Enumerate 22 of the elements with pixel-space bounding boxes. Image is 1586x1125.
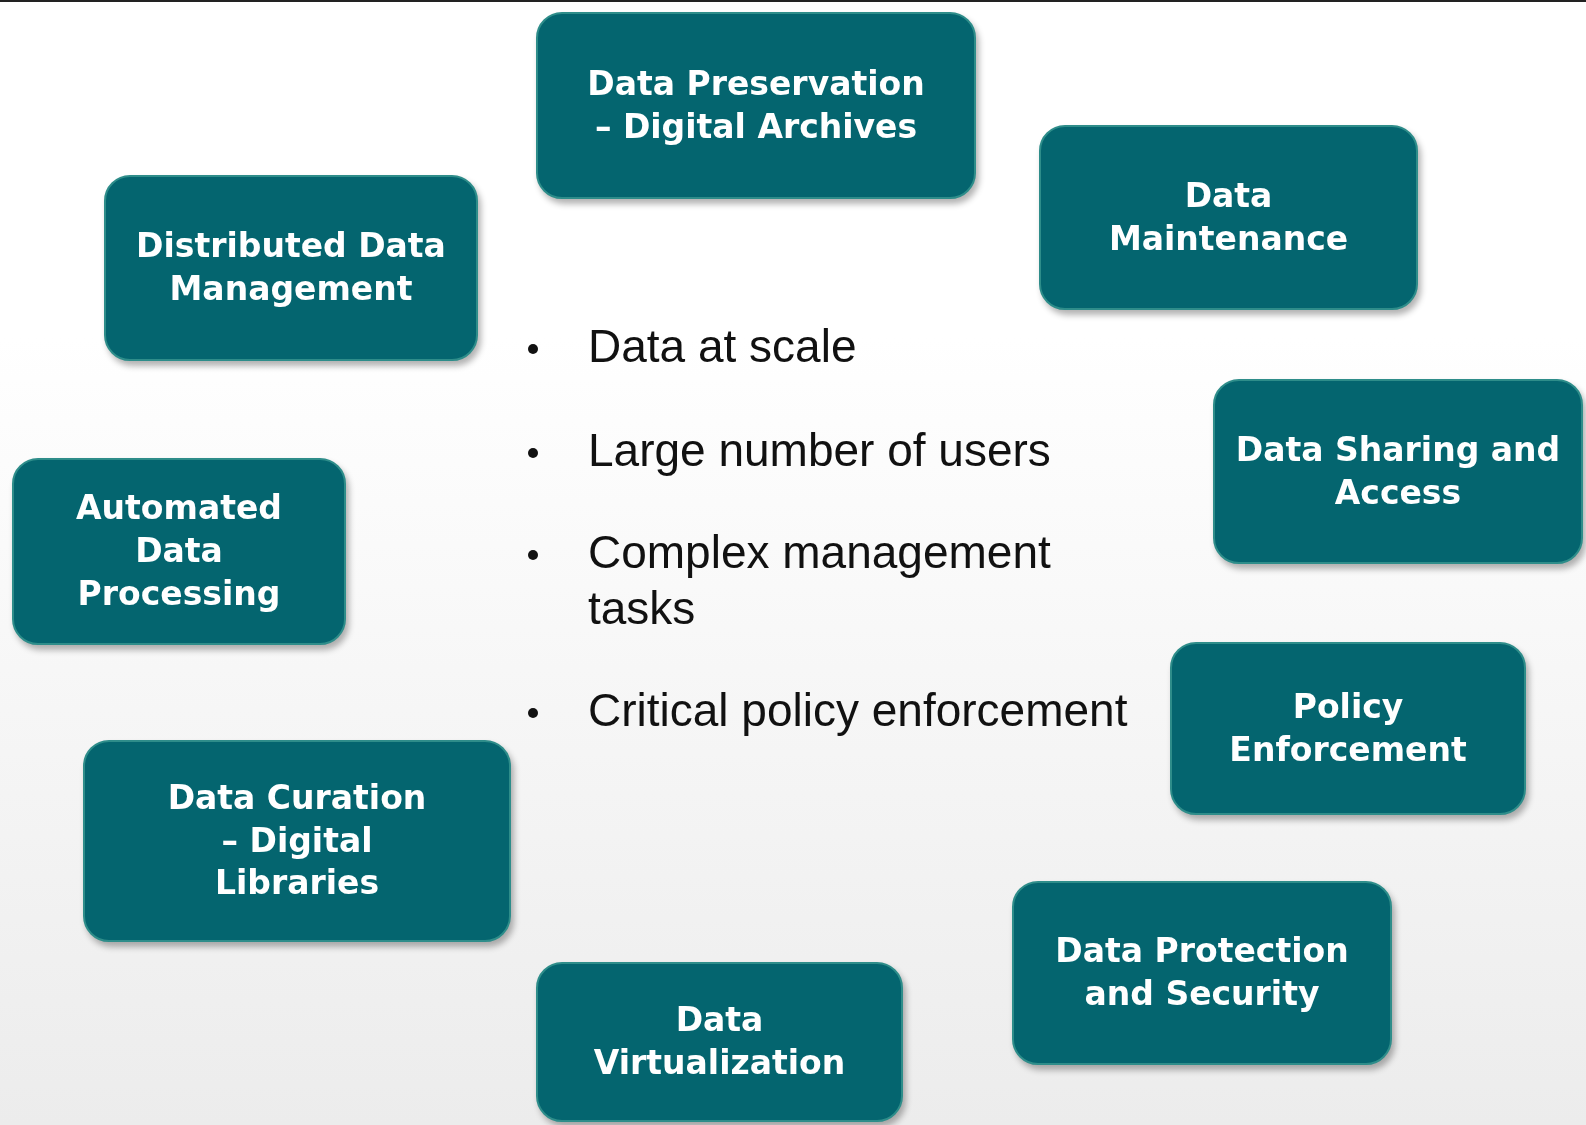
box-label: Distributed Data Management: [136, 225, 446, 310]
rounded-box: [12, 458, 346, 645]
rounded-box: [1213, 379, 1583, 564]
bullet-text: Large number of users: [588, 423, 1052, 479]
box-label: Data Curation – Digital Libraries: [166, 776, 428, 905]
rounded-box: [1039, 125, 1418, 310]
bullet-text: Data at scale: [588, 319, 858, 374]
box-label: Policy Enforcement: [1229, 685, 1467, 771]
box-label: Data Sharing and Access: [1234, 428, 1562, 514]
rounded-box: [536, 962, 903, 1122]
bullet-text: Complex management tasks: [588, 525, 1052, 637]
rounded-box: [104, 175, 478, 361]
rounded-box: [1012, 881, 1392, 1065]
rounded-box: [1170, 642, 1526, 815]
box-label: Data Maintenance: [1108, 174, 1349, 260]
rounded-box: [83, 740, 511, 942]
box-label: Data Protection and Security: [1054, 930, 1350, 1015]
box-label: Automated Data Processing: [75, 487, 283, 615]
rounded-box: [536, 12, 976, 199]
bullet-text: Critical policy enforcement: [588, 683, 1129, 739]
box-label: Data Preservation – Digital Archives: [586, 62, 926, 148]
box-label: Data Virtualization: [592, 999, 847, 1084]
